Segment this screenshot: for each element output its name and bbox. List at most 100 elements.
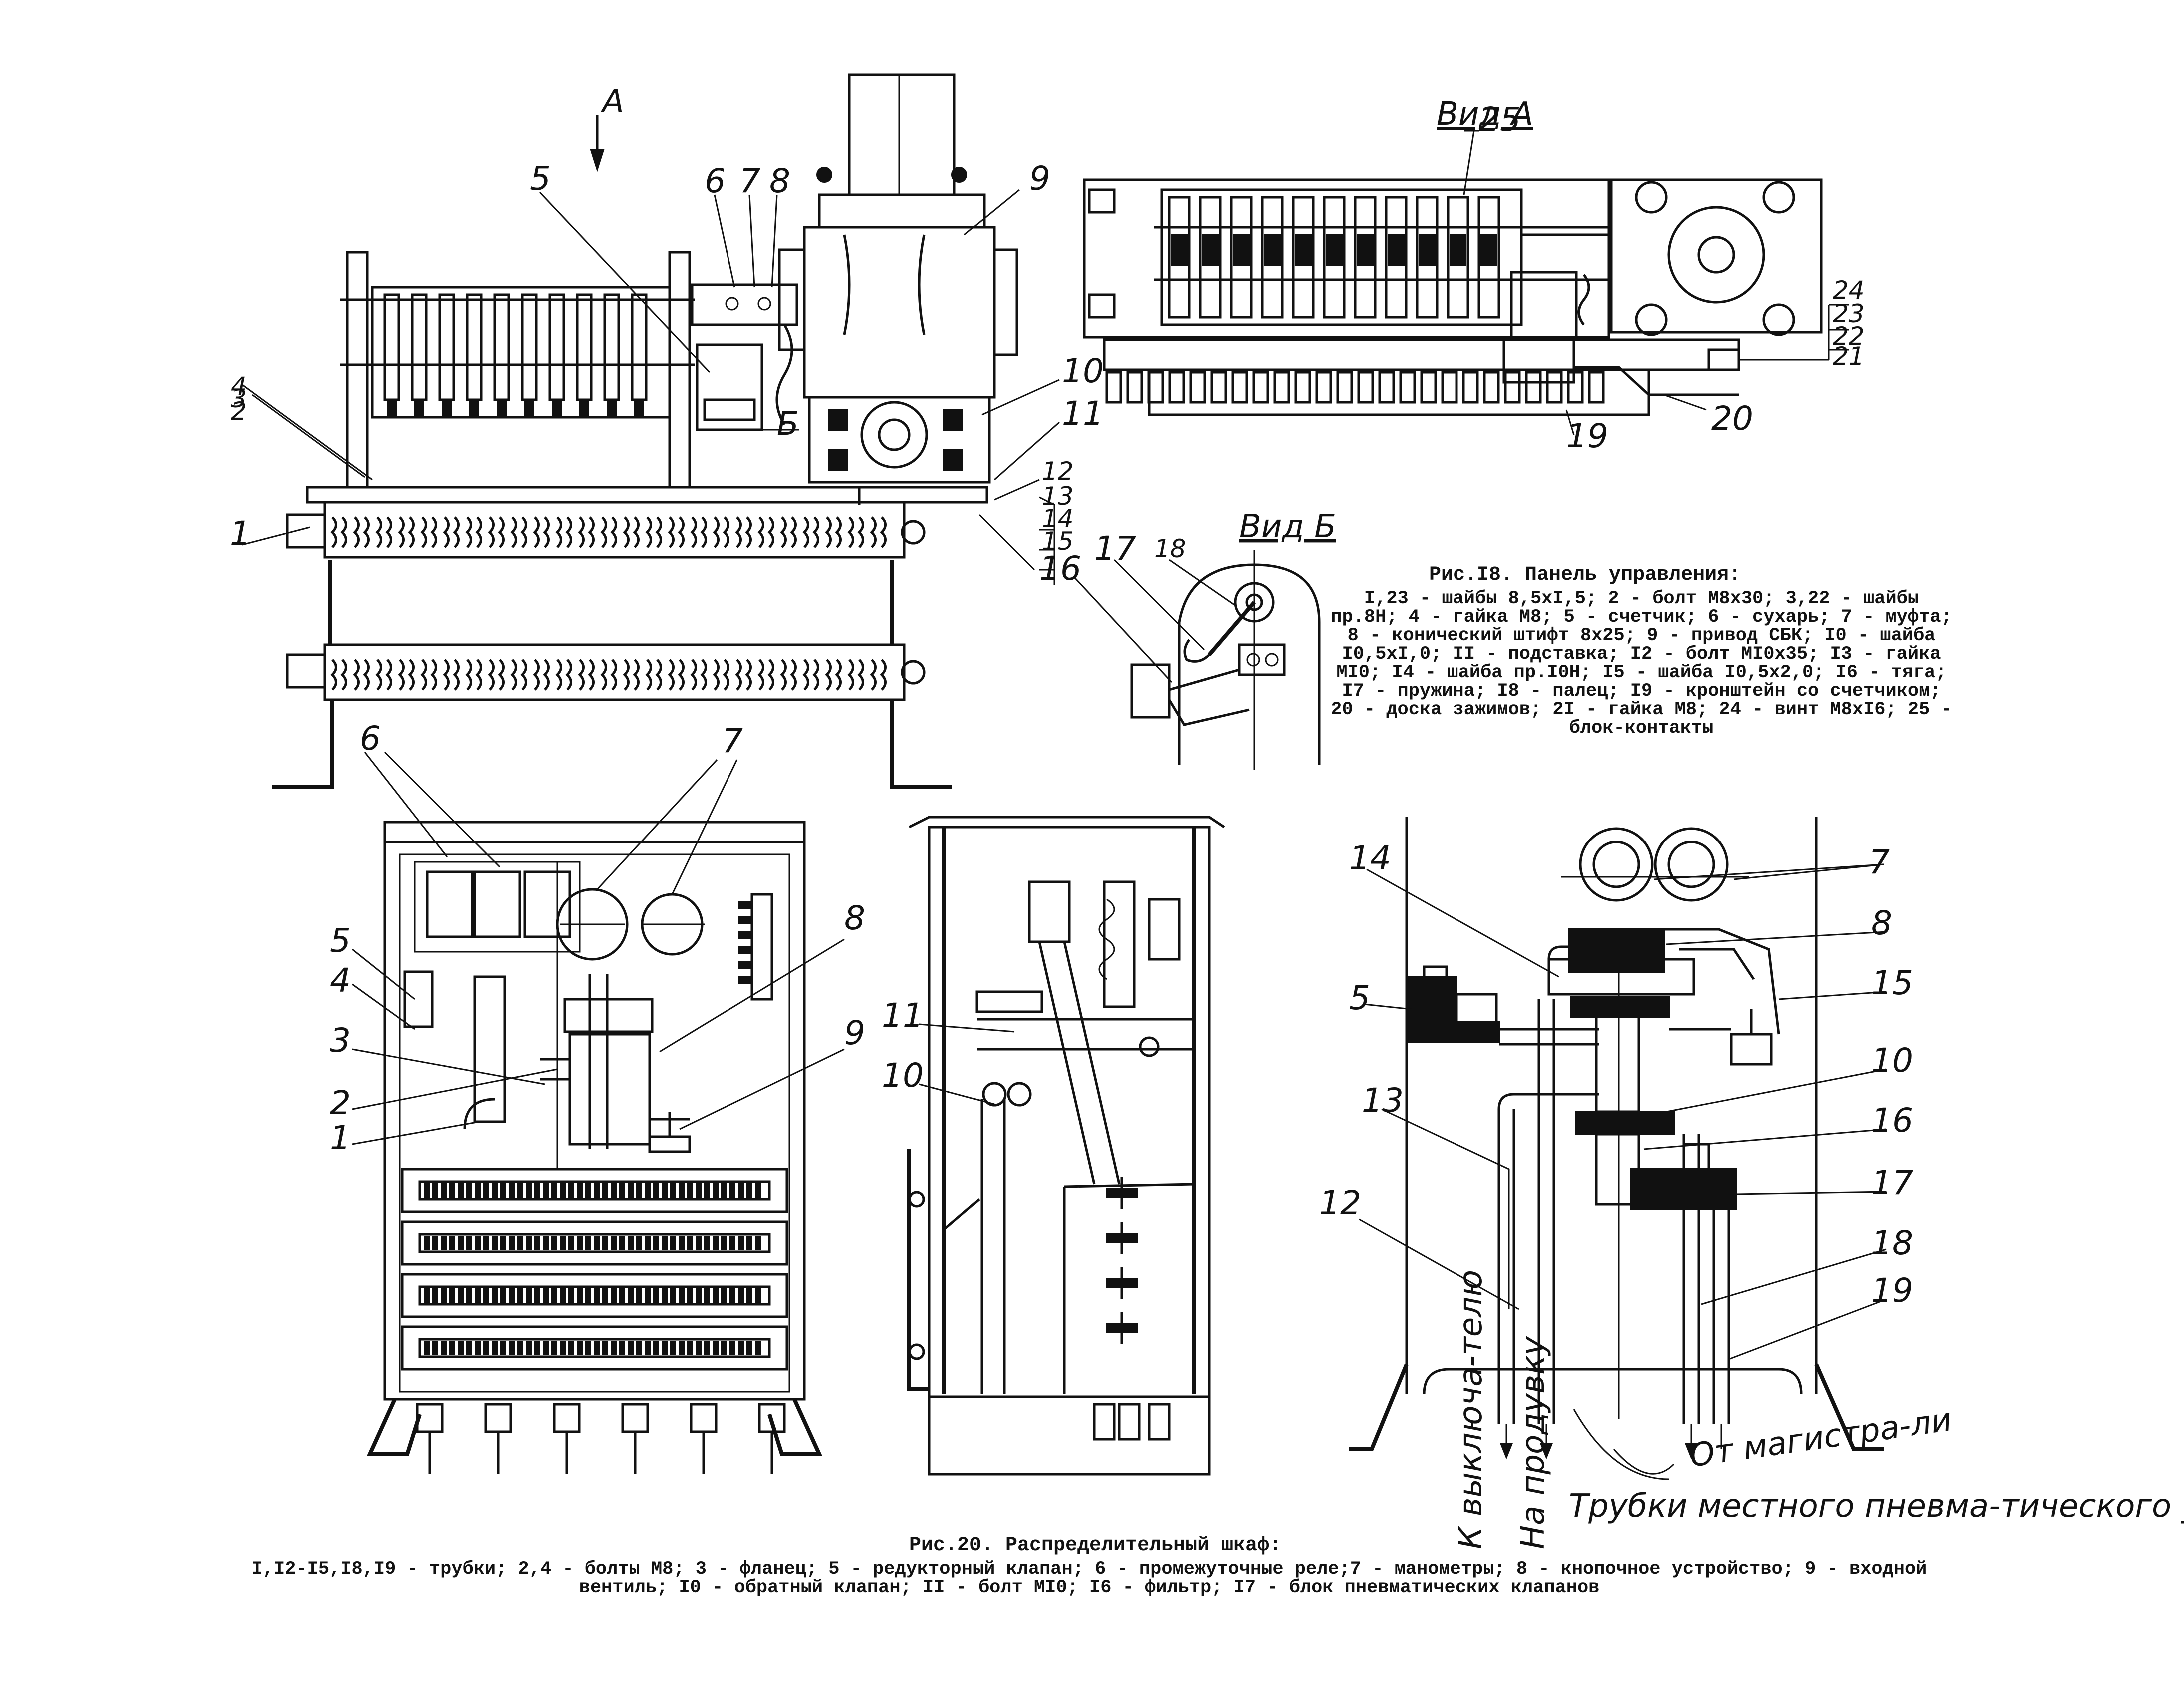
terminal-row-clamp xyxy=(729,1236,735,1250)
strip-terminal xyxy=(738,976,753,984)
callout-25: 25 xyxy=(1479,100,1521,139)
relay-contact-foot xyxy=(469,401,479,418)
terminal-row-clamp xyxy=(679,1288,685,1303)
terminal-row-clamp xyxy=(738,1183,744,1198)
terminal-row-clamp xyxy=(679,1341,685,1355)
terminal-clip xyxy=(633,659,640,691)
callout-13: 13 xyxy=(1042,482,1074,511)
bottom-bolt xyxy=(484,1403,512,1433)
terminal-row-clamp xyxy=(475,1341,481,1355)
terminal-clip xyxy=(565,659,572,691)
strip-terminal xyxy=(738,946,753,954)
terminal-clip xyxy=(330,516,337,548)
terminal-row-clamp xyxy=(755,1288,761,1303)
relay-contact-foot xyxy=(579,401,589,418)
relay-contact-blade xyxy=(548,293,565,401)
relay-contact-blade xyxy=(493,293,510,401)
terminal-row-clamp xyxy=(687,1341,693,1355)
terminal-row-clamp xyxy=(551,1236,557,1250)
strip-terminal xyxy=(738,961,753,969)
terminal-clip xyxy=(880,659,887,691)
terminal-row-clamp xyxy=(619,1288,625,1303)
terminal-row-clamp xyxy=(628,1288,634,1303)
terminal-row-clamp xyxy=(475,1236,481,1250)
terminal-row-clamp xyxy=(704,1183,710,1198)
fig20-caption-legend: I,I2-I5,I8,I9 - трубки; 2,4 - болты М8; … xyxy=(251,1559,1927,1598)
terminal-row-clamp xyxy=(696,1288,702,1303)
view-b-title: Вид Б xyxy=(1239,508,1336,545)
terminal-clip xyxy=(363,516,370,548)
terminal-row-clamp xyxy=(653,1288,659,1303)
block-contact-core xyxy=(1171,234,1188,266)
terminal-clip xyxy=(825,659,832,691)
terminal-row-clamp xyxy=(636,1341,642,1355)
terminal-row-clamp xyxy=(602,1183,608,1198)
terminal-row-clamp xyxy=(492,1341,498,1355)
terminal-clip xyxy=(363,659,370,691)
terminal-clip xyxy=(520,659,527,691)
terminal-row-rail xyxy=(418,1285,771,1306)
terminal-row-clamp xyxy=(475,1183,481,1198)
terminal-row-clamp xyxy=(670,1236,676,1250)
terminal-clip xyxy=(555,659,562,691)
terminal-row-clamp xyxy=(577,1341,583,1355)
front-callout-2: 2 xyxy=(330,1084,351,1122)
block-contact xyxy=(1168,196,1191,319)
block-contact-core xyxy=(1295,234,1312,266)
callout-20: 20 xyxy=(1711,399,1753,438)
terminal-clip xyxy=(488,659,495,691)
callout-24: 24 xyxy=(1833,276,1865,305)
terminal-row-clamp xyxy=(458,1341,464,1355)
pneu-callout-10: 10 xyxy=(1871,1041,1913,1080)
terminal-clip xyxy=(668,659,675,691)
terminal-row-clamp xyxy=(721,1183,727,1198)
terminal-row-clamp xyxy=(619,1183,625,1198)
terminal-row-clamp xyxy=(594,1236,600,1250)
terminal-row-clamp xyxy=(628,1341,634,1355)
terminal-clip xyxy=(633,516,640,548)
terminal-row-rail xyxy=(418,1338,771,1358)
relay-contact-blade xyxy=(576,293,593,401)
terminal-row-clamp xyxy=(645,1236,651,1250)
terminal-row-clamp xyxy=(662,1341,668,1355)
block-contact-core xyxy=(1357,234,1374,266)
terminal-row-clamp xyxy=(432,1236,438,1250)
terminal-row-clamp xyxy=(432,1183,438,1198)
terminal-row-clamp xyxy=(662,1183,668,1198)
terminal-row-clamp xyxy=(509,1183,515,1198)
terminal-clip xyxy=(353,659,360,691)
terminal-row-clamp xyxy=(628,1236,634,1250)
terminal-clip xyxy=(408,659,415,691)
pneu-callout-15: 15 xyxy=(1871,964,1913,1002)
block-contact xyxy=(1416,196,1439,319)
terminal-row-clamp xyxy=(594,1288,600,1303)
terminal-clip xyxy=(835,659,842,691)
terminal-clip xyxy=(353,516,360,548)
terminal-row-frame xyxy=(401,1168,788,1213)
terminal-clip xyxy=(735,516,742,548)
terminal-row-clamp xyxy=(696,1341,702,1355)
pneu-callout-8: 8 xyxy=(1871,904,1892,942)
board-terminal xyxy=(1504,371,1521,404)
pneu-callout-18: 18 xyxy=(1871,1224,1913,1262)
fig20-caption-title: Рис.20. Распределительный шкаф: xyxy=(909,1534,1282,1557)
terminal-row-clamp xyxy=(746,1288,752,1303)
terminal-row-clamp xyxy=(704,1288,710,1303)
board-terminal xyxy=(1546,371,1563,404)
terminal-clip xyxy=(690,516,697,548)
terminal-row-clamp xyxy=(611,1288,617,1303)
block-contact-core xyxy=(1326,234,1343,266)
terminal-row-clamp xyxy=(492,1183,498,1198)
board-terminal xyxy=(1189,371,1206,404)
terminal-row-clamp xyxy=(670,1183,676,1198)
terminal-row-clamp xyxy=(441,1183,447,1198)
callout-17: 17 xyxy=(1094,529,1136,568)
terminal-row-clamp xyxy=(543,1236,549,1250)
terminal-row-clamp xyxy=(551,1183,557,1198)
terminal-clip xyxy=(745,516,752,548)
callout-16: 16 xyxy=(1039,549,1081,588)
terminal-row-frame xyxy=(401,1273,788,1318)
terminal-row-clamp xyxy=(509,1288,515,1303)
bottom-bolt xyxy=(690,1403,718,1433)
